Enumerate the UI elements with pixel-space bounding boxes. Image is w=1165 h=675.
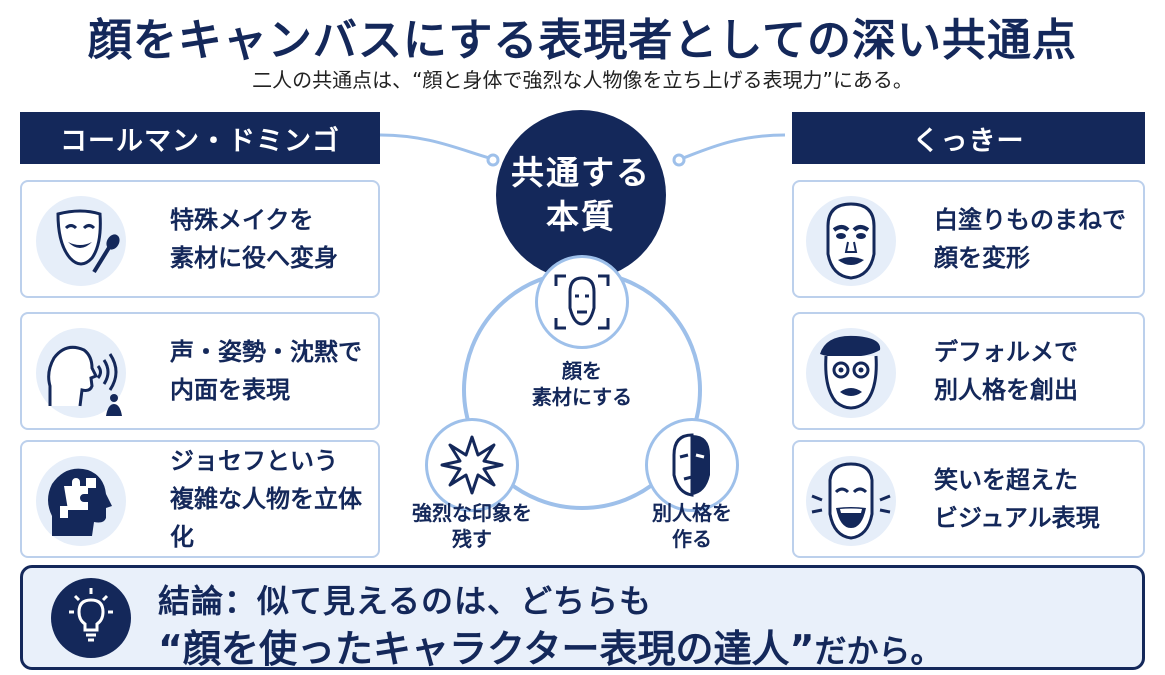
starburst-icon — [440, 435, 504, 495]
right-card-3-line2: ビジュアル表現 — [934, 504, 1100, 532]
node-face-material-label: 顔を 素材にする — [502, 358, 662, 410]
conclusion-line2-suffix: だから。 — [814, 632, 943, 670]
left-header: コールマン・ドミンゴ — [20, 112, 380, 164]
conclusion-box: 結論：似て見えるのは、どちらも “顔を使ったキャラクター表現の達人”だから。 — [20, 565, 1145, 673]
laughing-face-icon — [806, 456, 896, 546]
right-card-1-line2: 顔を変形 — [934, 244, 1030, 272]
right-card-1-line1: 白塗りものまねで — [934, 206, 1126, 234]
half-mask-icon — [672, 433, 710, 497]
conclusion-line2-main: “顔を使ったキャラクター表現の達人” — [158, 627, 815, 671]
conclusion-line2: “顔を使ったキャラクター表現の達人”だから。 — [158, 618, 942, 673]
node-face-material-line1: 顔を — [562, 359, 602, 383]
speaking-head-icon — [36, 328, 126, 418]
left-card-2: 声・姿勢・沈黙で 内面を表現 — [20, 312, 380, 430]
left-card-2-line2: 内面を表現 — [170, 376, 290, 404]
center-line2: 本質 — [546, 197, 616, 236]
right-header: くっきー — [792, 112, 1145, 164]
right-connector-dot — [672, 153, 686, 167]
conclusion-line1: 結論：似て見えるのは、どちらも — [158, 582, 653, 620]
center-line1: 共通する — [511, 153, 651, 192]
node-alter-ego-line1: 別人格を — [652, 501, 732, 525]
left-card-2-line1: 声・姿勢・沈黙で — [170, 338, 362, 366]
node-strong-impression-line1: 強烈な印象を — [412, 501, 532, 525]
node-strong-impression-line2: 残す — [452, 527, 492, 551]
face-scan-icon — [554, 274, 610, 330]
right-card-1: 白塗りものまねで 顔を変形 — [792, 180, 1145, 298]
center-essence-circle: 共通する 本質 — [496, 110, 666, 280]
right-card-2-line1: デフォルメで — [934, 338, 1078, 366]
right-card-2: デフォルメで 別人格を創出 — [792, 312, 1145, 430]
node-alter-ego-label: 別人格を 作る — [612, 500, 772, 552]
lightbulb-icon — [51, 578, 131, 658]
node-face-material — [535, 255, 629, 349]
puzzle-head-icon — [36, 456, 126, 546]
left-connector-dot — [486, 153, 500, 167]
beret-face-icon — [806, 328, 896, 418]
node-alter-ego-line2: 作る — [672, 527, 712, 551]
left-connector — [379, 133, 497, 162]
page-subtitle: 二人の共通点は、“顔と身体で強烈な人物像を立ち上げる表現力”にある。 — [252, 68, 913, 92]
right-card-3-line1: 笑いを超えた — [934, 466, 1078, 494]
white-face-icon — [806, 196, 896, 286]
node-strong-impression-label: 強烈な印象を 残す — [392, 500, 552, 552]
left-card-1-line1: 特殊メイクを — [170, 206, 314, 234]
page-title: 顔をキャンバスにする表現者としての深い共通点 — [87, 15, 1078, 66]
right-card-3: 笑いを超えた ビジュアル表現 — [792, 440, 1145, 558]
theater-mask-brush-icon — [36, 196, 126, 286]
node-strong-impression — [425, 418, 519, 512]
left-card-3-line1: ジョセフという — [170, 447, 338, 475]
right-connector — [677, 133, 786, 162]
right-card-2-line2: 別人格を創出 — [934, 376, 1078, 404]
left-card-3-line2: 複雑な人物を立体化 — [170, 485, 362, 551]
left-card-1: 特殊メイクを 素材に役へ変身 — [20, 180, 380, 298]
left-card-3: ジョセフという 複雑な人物を立体化 — [20, 440, 380, 558]
node-face-material-line2: 素材にする — [531, 385, 633, 409]
node-alter-ego — [645, 418, 739, 512]
left-card-1-line2: 素材に役へ変身 — [170, 244, 338, 272]
